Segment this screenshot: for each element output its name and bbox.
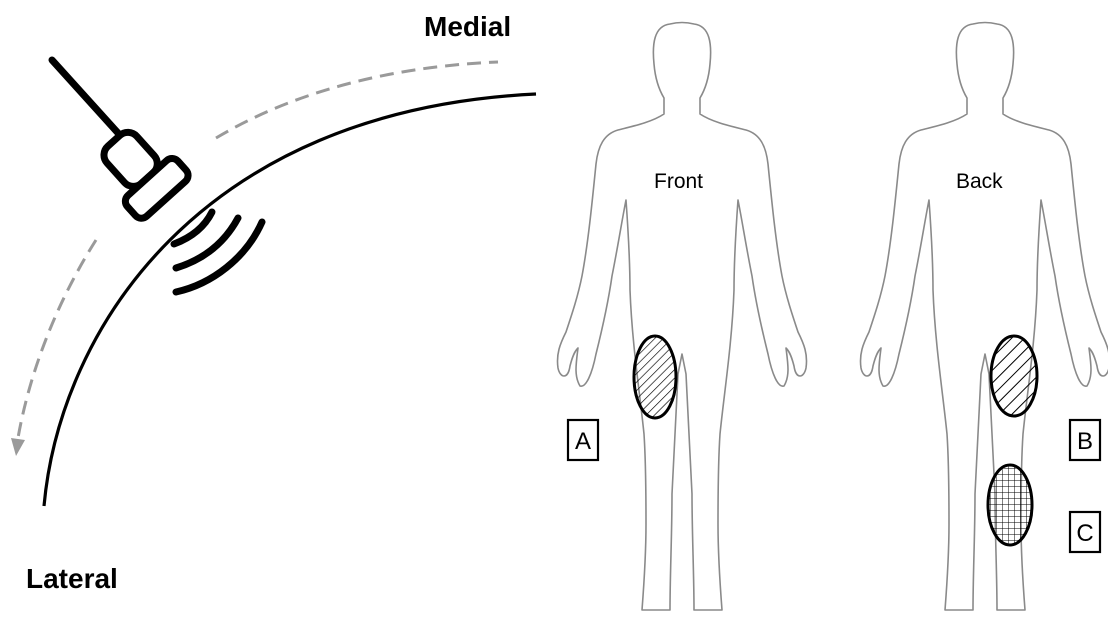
region-b-ellipse <box>991 336 1037 416</box>
region-c-letter: C <box>1076 520 1093 547</box>
region-c-label-box: C <box>1070 512 1100 552</box>
back-label: Back <box>956 170 1003 193</box>
lateral-label: Lateral <box>26 563 118 594</box>
front-body-figure: Front <box>557 23 806 611</box>
ultrasound-probe-icon <box>52 60 191 222</box>
body-panel: Front Back A B C <box>557 23 1108 611</box>
region-b-letter: B <box>1077 428 1093 455</box>
lateral-dashed-arrow <box>18 240 96 438</box>
region-a-label-box: A <box>568 420 598 460</box>
front-label: Front <box>654 170 703 193</box>
region-b-label-box: B <box>1070 420 1100 460</box>
region-c-ellipse <box>988 465 1032 545</box>
lateral-arrowhead-icon <box>11 438 25 456</box>
region-a-ellipse <box>634 336 676 418</box>
medial-label: Medial <box>424 11 511 42</box>
probe-panel: Medial Lateral <box>11 11 536 594</box>
region-a-letter: A <box>575 428 591 455</box>
